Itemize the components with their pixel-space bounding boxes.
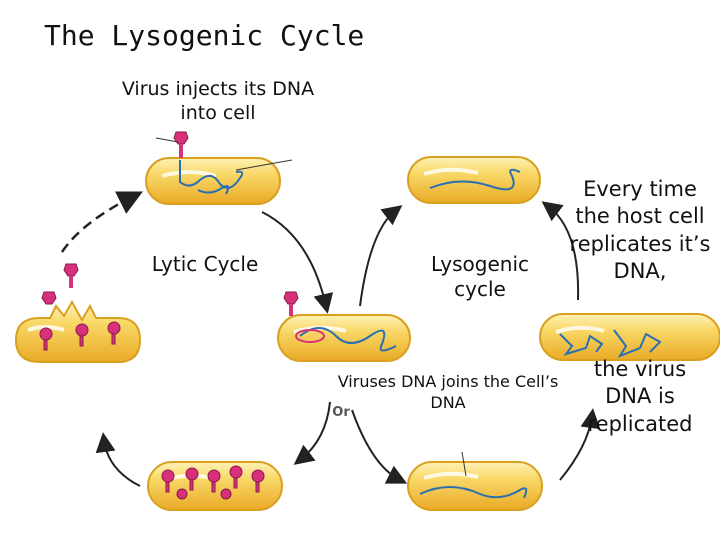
cell-injection xyxy=(145,157,293,205)
cell-top-right xyxy=(407,156,541,204)
diagram-title: The Lysogenic Cycle xyxy=(44,19,365,52)
arrow-join-to-top-right xyxy=(359,205,403,307)
arrow-bottom-right-to-replicating xyxy=(559,408,601,481)
arrow-phage-cell-to-burst xyxy=(95,432,141,487)
cell-dna-joins xyxy=(277,314,411,362)
arrow-join-to-phage-cell xyxy=(293,401,331,465)
label-or: Or xyxy=(332,405,350,420)
arrow-top-right-to-replicating xyxy=(541,201,580,301)
phage-free-1 xyxy=(63,263,79,288)
label-virus-replicated: the virus DNA is replicated xyxy=(587,357,693,436)
phage-injecting xyxy=(155,131,189,158)
label-virus-injects: Virus injects its DNA into cell xyxy=(121,78,315,124)
label-lytic-cycle: Lytic Cycle xyxy=(151,252,259,276)
arrow-inject-to-join xyxy=(261,211,334,314)
label-lysogenic-cycle: Lysogenic cycle xyxy=(430,252,530,301)
label-every-time: Every time the host cell replicates it’s… xyxy=(569,177,711,283)
phages-in-cell xyxy=(161,465,265,500)
cell-replicating xyxy=(539,313,720,361)
phage-free-3 xyxy=(283,291,299,316)
arrow-lytic-return xyxy=(60,191,143,253)
arrow-join-to-bottom-right xyxy=(351,409,408,484)
label-dna-joins: Viruses DNA joins the Cell’s DNA xyxy=(337,372,559,412)
phages-in-bursting-cell xyxy=(39,321,121,351)
phage-free-2 xyxy=(41,291,57,305)
cell-bottom-right xyxy=(407,451,543,511)
